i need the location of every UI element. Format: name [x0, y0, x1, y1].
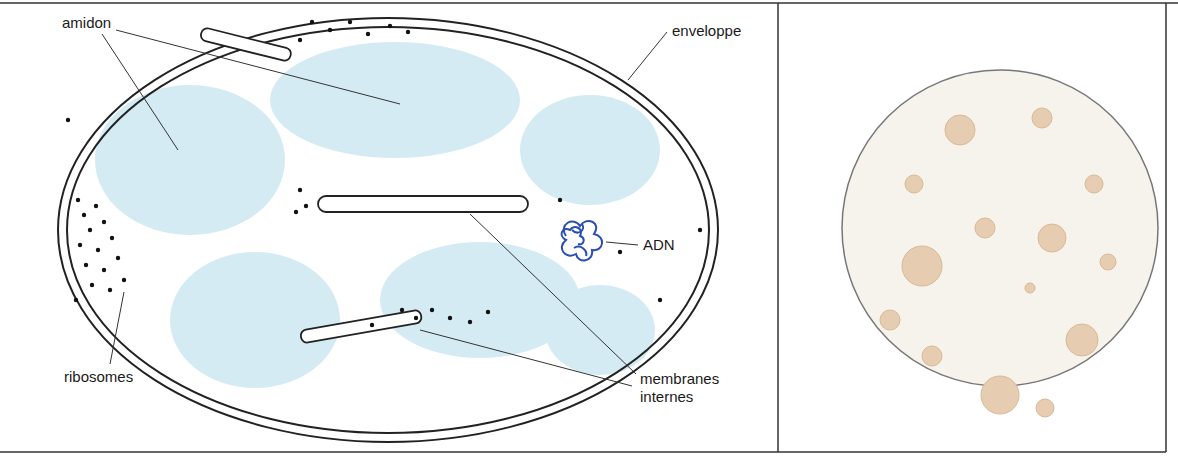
ribosome-dot	[78, 243, 82, 247]
part-label: membranes internes	[640, 370, 730, 406]
ribosome-dot	[698, 228, 702, 232]
cell-outline	[842, 70, 1158, 386]
ribosome-dot	[110, 236, 114, 240]
leader-line	[606, 242, 638, 245]
leader-line	[102, 34, 178, 150]
leader-line	[628, 32, 667, 80]
grain	[1066, 324, 1098, 356]
frame-line	[1165, 3, 1167, 452]
grain	[905, 175, 923, 193]
ribosome-dot	[388, 24, 392, 28]
ribosome-dot	[294, 210, 298, 214]
ribosome-dot	[76, 198, 80, 202]
leader-lines	[102, 30, 667, 386]
part-label: amidon	[62, 14, 111, 32]
ribosome-dot	[102, 220, 106, 224]
ribosome-dot	[468, 320, 472, 324]
frame-line	[0, 2, 1178, 4]
ribosome-dot	[618, 250, 622, 254]
ribosome-dot	[406, 30, 410, 34]
starch-grain	[95, 85, 285, 235]
thylakoid	[200, 27, 292, 62]
ribosome-dot	[82, 213, 86, 217]
ribosome-dot	[486, 310, 490, 314]
ribosome-dot	[298, 188, 302, 192]
grain	[922, 346, 942, 366]
ribosome-dot	[74, 298, 78, 302]
ribosome-dot	[84, 263, 88, 267]
ribosome-dot	[66, 118, 70, 122]
ribosome-dot	[298, 38, 302, 42]
grain	[902, 246, 942, 286]
ribosome-dot	[96, 248, 100, 252]
part-label: ADN	[643, 236, 675, 254]
ribosome-dot	[102, 268, 106, 272]
leader-line	[420, 330, 632, 386]
ribosome-dot	[348, 20, 352, 24]
part-label: enveloppe	[672, 22, 741, 40]
internal-membranes	[200, 27, 528, 343]
grain	[1085, 175, 1103, 193]
grain	[1025, 283, 1035, 293]
ribosome-dot	[448, 316, 452, 320]
ribosome-dot	[658, 298, 662, 302]
ribosome-dot	[108, 288, 112, 292]
starch-grains	[95, 42, 660, 388]
starch-grain	[270, 42, 520, 158]
leader-line	[116, 30, 400, 104]
ribosome-dot	[328, 28, 332, 32]
dna-strand	[562, 221, 602, 260]
starch-grain	[520, 95, 660, 205]
grain	[1038, 224, 1066, 252]
part-label: ribosomes	[64, 368, 133, 386]
grain	[880, 310, 900, 330]
ribosome-dot	[116, 256, 120, 260]
ribosomes-dots	[66, 20, 702, 327]
ribosome-dot	[414, 316, 418, 320]
ribosome-dot	[122, 278, 126, 282]
grain	[1036, 399, 1054, 417]
ribosome-dot	[430, 308, 434, 312]
starch-grain	[545, 285, 655, 375]
grain	[1032, 108, 1052, 128]
ribosome-dot	[94, 204, 98, 208]
envelope	[58, 18, 718, 442]
frame-line	[0, 451, 1166, 453]
frame-line	[777, 3, 779, 452]
panel-frame	[0, 3, 1178, 452]
grain	[945, 115, 975, 145]
ribosome-dot	[88, 228, 92, 232]
ribosome-dot	[304, 204, 308, 208]
ribosome-dot	[370, 323, 374, 327]
ribosome-dot	[310, 20, 314, 24]
grain	[1100, 254, 1116, 270]
ribosome-dot	[400, 308, 404, 312]
thylakoid	[300, 309, 422, 343]
grain	[975, 218, 995, 238]
cell-section	[842, 70, 1158, 417]
starch-grain	[170, 252, 340, 388]
ribosome-dot	[366, 32, 370, 36]
thylakoid	[318, 196, 528, 212]
leader-line	[110, 292, 124, 364]
outer-membrane	[58, 18, 718, 442]
grain	[981, 376, 1019, 414]
ribosome-dot	[558, 198, 562, 202]
inner-membrane	[67, 27, 709, 433]
ribosome-dot	[90, 283, 94, 287]
